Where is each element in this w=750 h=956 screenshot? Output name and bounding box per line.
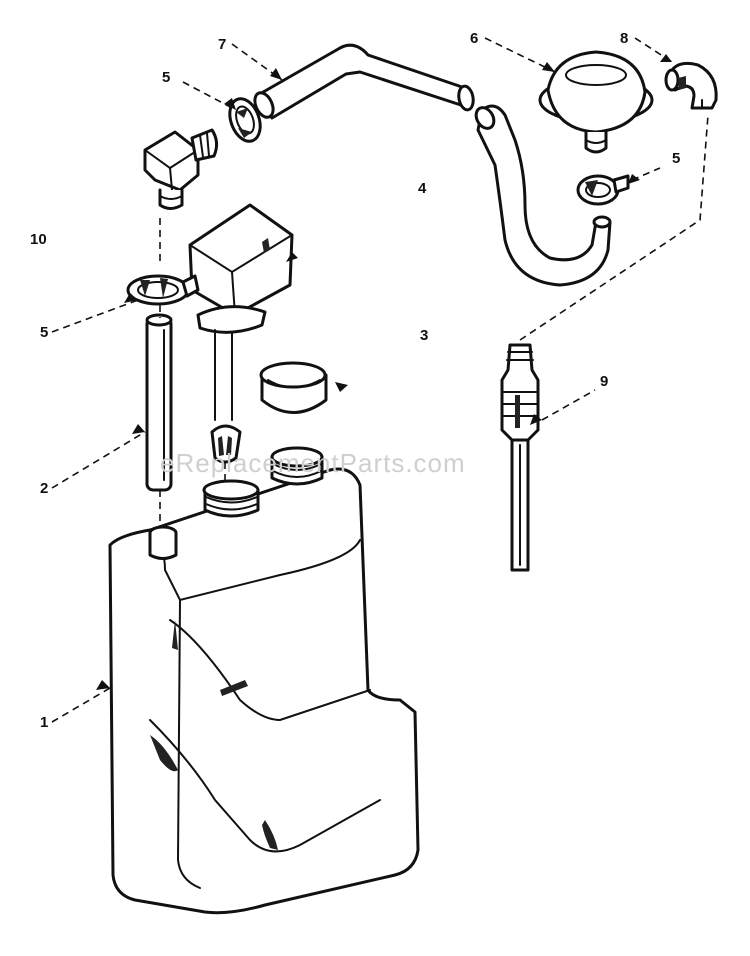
hose-clamp-part-5-top: [228, 97, 262, 143]
callout-2: 2: [40, 480, 48, 497]
hose-clamp-part-5-left: [126, 274, 200, 306]
hose-part-7: [253, 43, 475, 120]
callout-6: 6: [470, 30, 478, 47]
callout-5-right: 5: [672, 150, 680, 167]
sensor-switch-box: [188, 203, 294, 464]
watermark-text: eReplacementParts.com: [160, 448, 466, 478]
elbow-fitting: [143, 128, 219, 210]
tank-part-1: [108, 446, 420, 915]
callout-8: 8: [620, 30, 628, 47]
elbow-part-8: [664, 61, 718, 110]
callout-3: 3: [420, 327, 428, 344]
tank-cap: [259, 361, 328, 414]
callout-10: 10: [30, 231, 47, 248]
hose-clamp-part-5-right: [576, 174, 630, 206]
tube-part-2: [145, 313, 173, 492]
valve-part-9: [500, 343, 540, 572]
callout-4: 4: [418, 180, 427, 197]
hose-part-4: [474, 104, 612, 287]
callout-1: 1: [40, 714, 48, 731]
filter-part-6: [538, 50, 654, 154]
pointer-arrows: [96, 54, 672, 690]
callout-7: 7: [218, 36, 226, 53]
callout-labels: 1 2 3 4 5 5 5 6 7 8 9 10: [30, 30, 680, 731]
callout-5-left: 5: [40, 324, 48, 341]
callout-9: 9: [600, 373, 608, 390]
callout-5-top: 5: [162, 69, 170, 86]
